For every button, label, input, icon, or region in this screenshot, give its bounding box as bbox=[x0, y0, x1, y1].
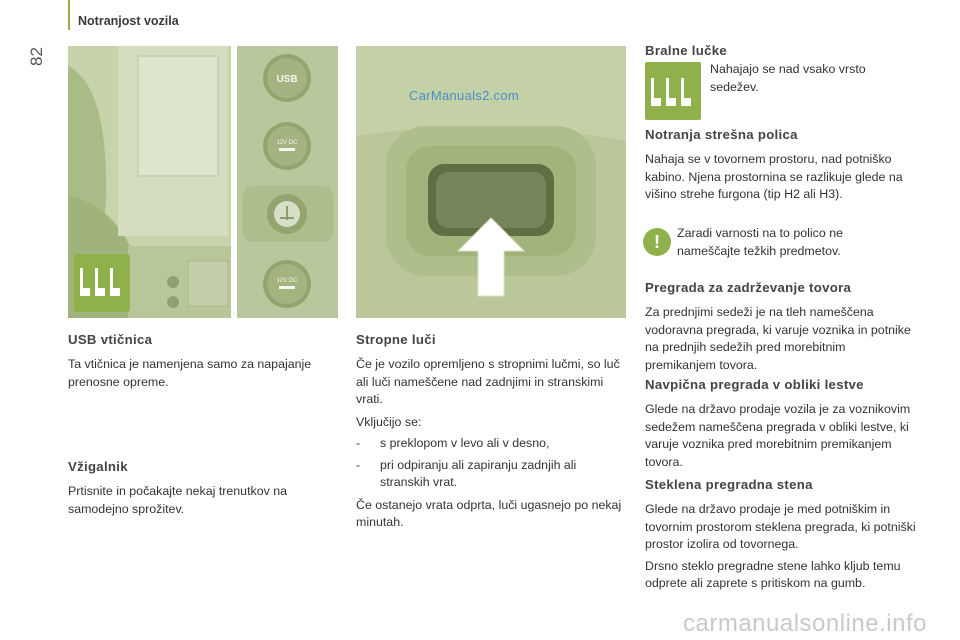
reading-title: Bralne lučke bbox=[645, 43, 728, 58]
partition-text: Za prednjimi sedeži je na tleh nameščena… bbox=[645, 305, 911, 372]
page-number: 82 bbox=[27, 47, 46, 66]
list-item: - pri odpiranju ali zapiranju zadnjih al… bbox=[356, 457, 626, 492]
reading-text: Nahajajo se nad vsako vrsto sedežev. bbox=[710, 62, 866, 94]
seat-rows-icon bbox=[645, 62, 701, 120]
glass-text-2: Drsno steklo pregradne stene lahko kljub… bbox=[645, 558, 901, 591]
image-watermark: CarManuals2.com bbox=[409, 88, 519, 103]
ceiling-text-2: Vključijo se: bbox=[356, 414, 422, 429]
shelf-title: Notranja strešna polica bbox=[645, 127, 798, 142]
lighter-section: Vžigalnik Prtisnite in počakajte nekaj t… bbox=[68, 459, 348, 518]
ladder-title: Navpična pregrada v obliki lestve bbox=[645, 377, 864, 392]
glass-text-1: Glede na državo prodaje je med potniškim… bbox=[645, 502, 916, 551]
shelf-text: Nahaja se v tovornem prostoru, nad potni… bbox=[645, 152, 903, 201]
12v-label-2: 12V DC bbox=[276, 278, 298, 284]
usb-socket-icon: USB bbox=[263, 54, 311, 102]
footer-watermark: carmanualsonline.info bbox=[683, 610, 927, 637]
shelf-warning-block: Zaradi varnosti na to polico ne nameščaj… bbox=[677, 225, 877, 260]
cigarette-lighter-icon bbox=[243, 186, 333, 242]
list-dash: - bbox=[356, 457, 361, 472]
glass-title: Steklena pregradna stena bbox=[645, 477, 813, 492]
glass-section: Steklena pregradna stena Glede na državo… bbox=[645, 477, 917, 593]
usb-title: USB vtičnica bbox=[68, 332, 153, 347]
ceiling-light-illustration bbox=[356, 46, 626, 318]
usb-section: USB vtičnica Ta vtičnica je namenjena sa… bbox=[68, 332, 348, 391]
seat-rows-icon bbox=[74, 254, 130, 312]
lighter-title: Vžigalnik bbox=[68, 459, 128, 474]
ladder-section: Navpična pregrada v obliki lestve Glede … bbox=[645, 377, 917, 471]
list-dash: - bbox=[356, 436, 361, 450]
arrow-up-icon bbox=[456, 217, 526, 297]
partition-title: Pregrada za zadrževanje tovora bbox=[645, 280, 852, 295]
ceiling-text-1: Če je vozilo opremljeno s stropnimi lučm… bbox=[356, 357, 620, 406]
warning-icon: ! bbox=[643, 228, 671, 256]
12v-socket-icon: 12V DC bbox=[263, 122, 311, 170]
shelf-section: Notranja strešna polica Nahaja se v tovo… bbox=[645, 127, 917, 204]
list-item: - s preklopom v levo ali v desno, bbox=[356, 435, 626, 453]
interior-image: USB 12V DC 12V DC bbox=[68, 46, 338, 318]
interior-illustration: USB 12V DC 12V DC bbox=[68, 46, 338, 318]
partition-section: Pregrada za zadrževanje tovora Za prednj… bbox=[645, 280, 917, 374]
lighter-text: Prtisnite in počakajte nekaj trenutkov n… bbox=[68, 484, 288, 516]
ladder-text: Glede na državo prodaje vozila je za voz… bbox=[645, 402, 911, 469]
list-item-text: s preklopom v levo ali v desno, bbox=[380, 436, 550, 450]
reading-text-block: Nahajajo se nad vsako vrsto sedežev. bbox=[710, 61, 900, 96]
reading-section: Bralne lučke bbox=[645, 43, 917, 58]
ceiling-title: Stropne luči bbox=[356, 332, 436, 347]
shelf-warning-text: Zaradi varnosti na to polico ne nameščaj… bbox=[677, 226, 843, 258]
usb-label: USB bbox=[276, 74, 297, 85]
header-accent-bar bbox=[68, 0, 70, 30]
ceiling-light-image: CarManuals2.com bbox=[356, 46, 626, 318]
12v-label-1: 12V DC bbox=[276, 140, 298, 146]
ceiling-text-3: Če ostanejo vrata odprta, luči ugasnejo … bbox=[356, 497, 622, 530]
ceiling-section: Stropne luči Če je vozilo opremljeno s s… bbox=[356, 332, 626, 532]
usb-text: Ta vtičnica je namenjena samo za napajan… bbox=[68, 357, 312, 389]
list-item-text: pri odpiranju ali zapiranju zadnjih ali … bbox=[380, 457, 577, 490]
12v-socket-icon: 12V DC bbox=[263, 260, 311, 308]
section-title: Notranjost vozila bbox=[78, 14, 179, 28]
